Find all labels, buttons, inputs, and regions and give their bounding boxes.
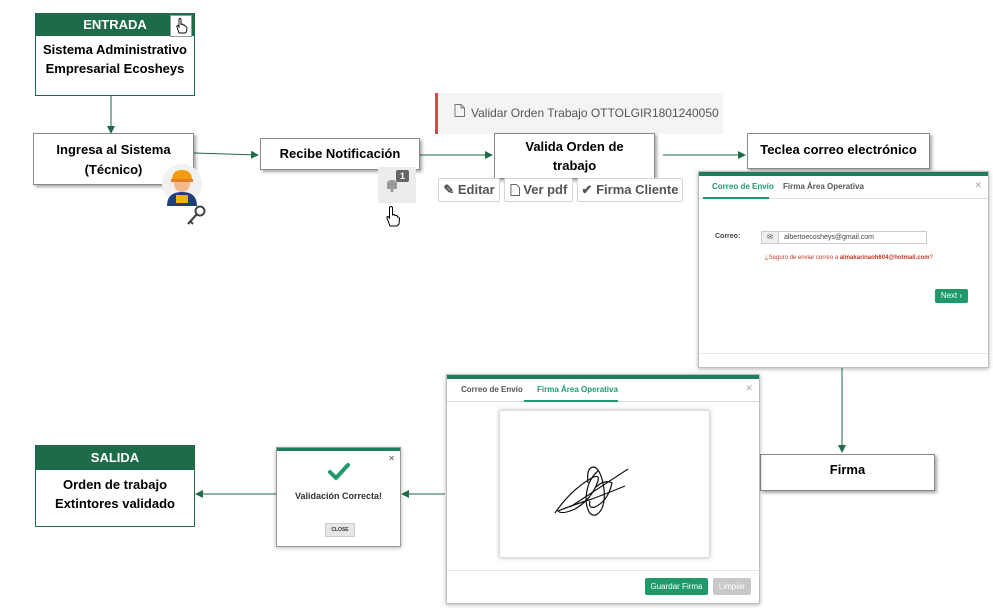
success-modal: ✕ Validación Correcta! CLOSE — [276, 447, 401, 547]
success-text: Validación Correcta! — [294, 491, 383, 501]
entrada-body: Sistema Administrativo Empresarial Ecosh… — [36, 36, 194, 78]
tab-correo-envio[interactable]: Correo de Envío — [712, 182, 774, 191]
salida-header: SALIDA — [36, 446, 194, 470]
firma-cliente-button[interactable]: ✔ Firma Cliente — [577, 178, 683, 202]
confirm-message: ¿Seguro de enviar correo a almakarinaoh6… — [765, 255, 933, 261]
step-valida-line1: Valida Orden de — [525, 139, 624, 154]
entrada-header: ENTRADA — [36, 14, 194, 36]
pencil-icon: ✎ — [443, 182, 455, 197]
confirm-prefix: ¿Seguro de enviar correo a — [765, 255, 840, 261]
close-icon[interactable]: ✕ — [974, 180, 982, 190]
salida-line1: Orden de trabajo — [62, 477, 168, 492]
hand-pointer-icon — [170, 15, 192, 37]
modal-top-bar — [277, 448, 400, 451]
limpiar-button[interactable]: Limpiar — [713, 578, 751, 595]
pdf-icon — [510, 181, 520, 203]
arrow-ingresa-to-recibe — [193, 150, 259, 159]
modal-footer-divider — [447, 570, 759, 571]
step-recibe-label: Recibe Notificación — [279, 146, 401, 161]
step-valida-box: Valida Orden de trabajo — [494, 133, 655, 179]
salida-box: SALIDA Orden de trabajo Extintores valid… — [35, 445, 195, 527]
modal-top-bar — [447, 375, 759, 379]
hand-pointer-icon — [382, 204, 402, 228]
salida-line2: Extintores validado — [55, 496, 175, 511]
step-ingresa-line2: (Técnico) — [84, 162, 143, 177]
correo-input[interactable]: ✉ albertoecosheys@gmail.com — [761, 231, 927, 244]
technician-avatar-icon — [161, 162, 203, 206]
step-firma-label: Firma — [829, 462, 866, 477]
confirm-suffix: ? — [929, 255, 933, 261]
check-icon: ✔ — [581, 182, 593, 197]
editar-button[interactable]: ✎ Editar — [438, 178, 500, 202]
modal-top-bar — [699, 172, 988, 176]
signature-modal: Correo de Envío Firma Área Operativa ✕ G… — [446, 374, 760, 604]
close-button[interactable]: CLOSE — [325, 523, 355, 537]
step-teclea-box: Teclea correo electrónico — [747, 133, 930, 169]
guardar-firma-button[interactable]: Guardar Firma — [645, 578, 708, 595]
editar-label: Editar — [457, 182, 495, 197]
step-valida-line2: trabajo — [552, 158, 597, 173]
bell-icon — [384, 177, 400, 198]
step-firma-box: Firma — [760, 454, 935, 491]
close-icon[interactable]: ✕ — [745, 383, 753, 393]
correo-label: Correo: — [715, 233, 741, 240]
checkmark-icon — [328, 462, 350, 482]
signature-drawing — [554, 466, 629, 516]
pdf-icon — [454, 93, 465, 134]
active-tab-underline — [524, 400, 618, 402]
signature-pad[interactable] — [499, 410, 710, 558]
ver-pdf-button[interactable]: Ver pdf — [504, 178, 573, 202]
entrada-line2: Empresarial Ecosheys — [45, 61, 185, 76]
notification-badge: 1 — [396, 170, 410, 182]
salida-body: Orden de trabajo Extintores validado — [36, 470, 194, 513]
email-modal: Correo de Envío Firma Área Operativa ✕ C… — [698, 171, 989, 368]
next-button[interactable]: Next › — [935, 289, 968, 303]
step-recibe-box: Recibe Notificación — [260, 138, 420, 170]
close-icon[interactable]: ✕ — [388, 454, 395, 463]
banner-text: Validar Orden Trabajo OTTOLGIR1801240050 — [471, 106, 719, 120]
tab-firma-area[interactable]: Firma Área Operativa — [537, 385, 618, 394]
notification-widget[interactable]: 1 — [378, 167, 416, 203]
entrada-box: ENTRADA Sistema Administrativo Empresari… — [35, 13, 195, 96]
confirm-email: almakarinaoh604@hotmail.com — [839, 255, 930, 261]
entrada-line1: Sistema Administrativo — [42, 42, 187, 57]
validar-orden-banner: Validar Orden Trabajo OTTOLGIR1801240050 — [435, 93, 723, 134]
envelope-icon: ✉ — [762, 232, 779, 243]
tab-correo-envio[interactable]: Correo de Envío — [461, 385, 523, 394]
correo-value: albertoecosheys@gmail.com — [783, 234, 874, 241]
ver-pdf-label: Ver pdf — [523, 182, 568, 197]
firma-cliente-label: Firma Cliente — [596, 182, 679, 197]
key-icon — [185, 205, 207, 227]
step-ingresa-line1: Ingresa al Sistema — [56, 142, 171, 157]
email-modal-tabs: Correo de Envío Firma Área Operativa ✕ — [699, 176, 988, 199]
tab-firma-area[interactable]: Firma Área Operativa — [783, 182, 864, 191]
step-teclea-label: Teclea correo electrónico — [760, 142, 917, 157]
active-tab-underline — [703, 197, 769, 199]
signature-modal-tabs: Correo de Envío Firma Área Operativa ✕ — [447, 379, 759, 402]
modal-footer-divider — [699, 353, 988, 354]
